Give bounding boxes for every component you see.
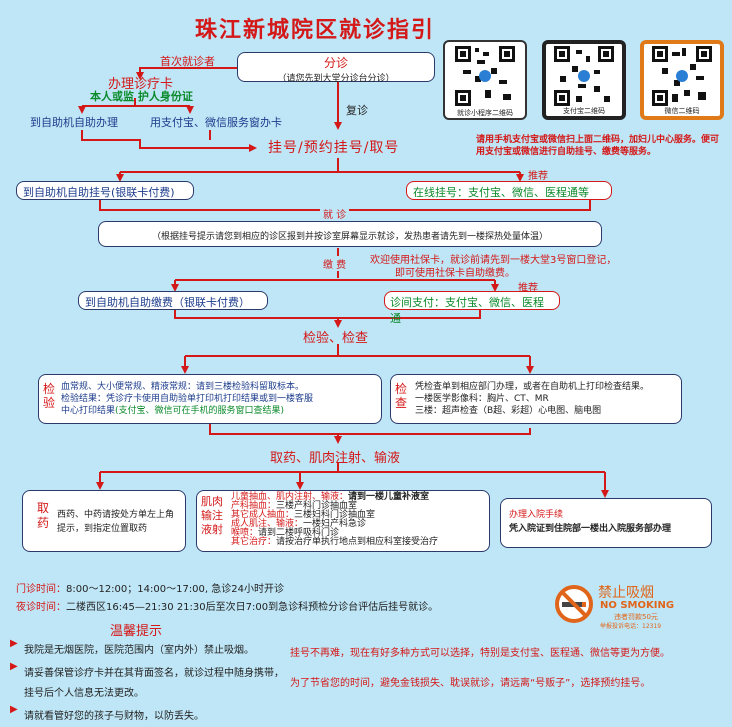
lab-box: 检验 血常规、大小便常规、精液常规：请到三楼检验科留取标本。 检验结果：凭诊疗卡… — [38, 374, 382, 424]
admission-text: 凭入院证到住院部一楼出入院服务部办理 — [509, 524, 672, 534]
treatment-title: 取药、肌肉注射、输液 — [270, 451, 401, 466]
page-title: 珠江新城院区就诊指引 — [195, 18, 436, 43]
alipay-card-option[interactable]: 用支付宝、微信服务窗办卡 — [150, 116, 282, 129]
insurance-note-line1: 欢迎使用社保卡，就诊前请先到一楼大堂3号窗口登记， — [370, 255, 617, 266]
qr-caption: 就诊小程序二维码 — [457, 109, 513, 117]
no-smoking-cn: 禁止吸烟 — [598, 585, 654, 601]
qr-icon — [652, 46, 712, 106]
clinic-hours-value: 8:00～12:00；14:00～17:00, 急诊24小时开诊 — [66, 584, 284, 595]
fenzhen-note: （请您先到大堂分诊台分诊） — [277, 74, 395, 84]
injection-row-b: 请到二楼呼吸科门诊 — [258, 528, 340, 538]
injection-row-a: 成人肌注、输液： — [231, 519, 304, 529]
tip-text: 请妥善保管诊疗卡并在其背面签名，就诊过程中随身携带，挂号后个人信息无法更改。 — [24, 668, 284, 699]
tip-arrow-icon: ▶ — [10, 704, 18, 715]
qr-caption: 支付宝二维码 — [563, 107, 605, 115]
no-smoking-en: NO SMOKING — [600, 600, 675, 611]
tips-list: ▶ 我院是无烟医院，医院范围内（室内外）禁止吸烟。 ▶ 请妥善保管诊疗卡并在其背… — [10, 638, 292, 724]
lab-line1: 血常规、大小便常规、精液常规：请到三楼检验科留取标本。 — [61, 382, 305, 392]
consult-label: 就 诊 — [320, 206, 350, 221]
fenzhen-title: 分诊 — [323, 56, 348, 70]
medicine-line1: 西药、中药请按处方单左上角 — [57, 510, 175, 520]
check-line3: 三楼：超声检查（B超、彩超）心电图、脑电图 — [415, 406, 602, 416]
no-smoking-fine: 违者罚款50元 — [614, 613, 658, 621]
self-pay-box[interactable]: 到自助机自助缴费（银联卡付费） — [78, 291, 268, 310]
qr-code-wechat: 微信二维码 — [640, 40, 724, 120]
list-item: ▶ 请妥善保管诊疗卡并在其背面签名，就诊过程中随身携带，挂号后个人信息无法更改。 — [10, 661, 292, 701]
id-card-note: 本人或监 护人身份证 — [90, 90, 193, 103]
clinic-hours-label: 门诊时间： — [16, 584, 66, 595]
list-item: ▶ 我院是无烟医院，医院范围内（室内外）禁止吸烟。 — [10, 638, 292, 658]
night-hours-value: 二楼西区16:45—21:30 21:30后至次日7:00到急诊科预检分诊台评估… — [66, 602, 439, 613]
registration-title: 挂号/预约挂号/取号 — [268, 140, 400, 156]
injection-row-b: 三楼产科门诊抽血室 — [276, 501, 358, 511]
check-box: 检查 凭检查单到相应部门办理，或者在自助机上打印检查结果。 一楼医学影像科：胸片… — [390, 374, 682, 424]
injection-box: 肌肉输注液射 儿童抽血、肌内注射、输液：请到一楼儿童补液室 产科抽血：三楼产科门… — [196, 490, 490, 552]
admission-title: 办理入院手续 — [509, 510, 564, 520]
injection-row: 产科抽血：三楼产科门诊抽血室 — [231, 502, 357, 511]
clinic-hours: 门诊时间：8:00～12:00；14:00～17:00, 急诊24小时开诊 — [16, 580, 284, 595]
medicine-label: 取药 — [37, 501, 50, 530]
first-visit-label: 首次就诊者 — [160, 55, 215, 68]
night-hours: 夜诊时间：二楼西区16:45—21:30 21:30后至次日7:00到急诊科预检… — [16, 598, 438, 613]
injection-row-a: 儿童抽血、肌内注射、输液： — [231, 492, 349, 502]
self-registration-box[interactable]: 到自助机自助挂号(银联卡付费) — [16, 181, 194, 200]
injection-row-b: 请到一楼儿童补液室 — [348, 492, 430, 502]
qr-caption: 微信二维码 — [664, 107, 700, 115]
lab-label: 检验 — [43, 382, 56, 410]
admission-box: 办理入院手续 凭入院证到住院部一楼出入院服务部办理 — [500, 498, 712, 548]
injection-row-b: 请按治疗单执行地点到相应科室接受治疗 — [276, 537, 439, 547]
injection-row: 成人肌注、输液：一楼妇产科急诊 — [231, 520, 366, 529]
injection-row-a: 其它治疗： — [231, 537, 277, 547]
tips-right-1: 挂号不再难，现在有好多种方式可以选择，特别是支付宝、医程通、微信等更为方便。 — [290, 648, 670, 659]
consult-box: （根据挂号提示请您到相应的诊区报到并按诊室屏幕显示就诊，发热患者请先到一楼探热处… — [98, 221, 602, 247]
tip-arrow-icon: ▶ — [10, 661, 18, 672]
injection-row: 其它成人抽血：三楼妇科门诊抽血室 — [231, 511, 375, 520]
qr-code-miniprogram: 就诊小程序二维码 — [443, 40, 527, 120]
self-service-card-option[interactable]: 到自助机自助办理 — [30, 116, 118, 129]
lab-line3-note: (支付宝、微信可在手机的服务窗口查结果) — [115, 406, 285, 416]
tip-text: 我院是无烟医院，医院范围内（室内外）禁止吸烟。 — [24, 645, 254, 656]
return-visit-label: 复诊 — [346, 104, 368, 117]
recommend-label: 推荐 — [528, 171, 548, 182]
check-label: 检查 — [395, 382, 408, 410]
qr-icon — [455, 46, 515, 106]
injection-row: 其它治疗：请按治疗单执行地点到相应科室接受治疗 — [231, 538, 438, 547]
tip-text: 请就看管好您的孩子与财物，以防丢失。 — [24, 711, 204, 722]
tips-title: 温馨提示 — [110, 624, 163, 639]
medicine-box: 取药 西药、中药请按处方单左上角 提示，到指定位置取药 — [22, 490, 186, 552]
injection-row-b: 一楼妇产科急诊 — [303, 519, 367, 529]
online-registration-box[interactable]: 在线挂号：支付宝、微信、医程通等 — [406, 181, 612, 200]
qr-icon — [554, 46, 614, 106]
medicine-line2: 提示，到指定位置取药 — [57, 524, 148, 534]
injection-row-b: 三楼妇科门诊抽血室 — [294, 510, 376, 520]
exam-title: 检验、检查 — [303, 331, 369, 346]
qr-code-alipay: 支付宝二维码 — [542, 40, 626, 120]
lab-line3-main: 中心打印结果 — [61, 406, 116, 416]
no-smoking-hotline: 举报投诉电话：12319 — [600, 623, 662, 630]
lab-line2: 检验结果：凭诊疗卡使用自助验单打印机打印结果或到一楼客服 — [61, 394, 314, 404]
pay-label: 缴 费 — [320, 256, 350, 271]
check-line2: 一楼医学影像科：胸片、CT、MR — [415, 394, 549, 404]
injection-label: 肌肉输注液射 — [201, 495, 223, 536]
injection-row-a: 喉喷： — [231, 528, 259, 538]
tip-arrow-icon: ▶ — [10, 638, 18, 649]
night-hours-label: 夜诊时间： — [16, 602, 66, 613]
card-title: 办理诊疗卡 — [108, 77, 174, 92]
injection-row: 喉喷：请到二楼呼吸科门诊 — [231, 529, 339, 538]
no-smoking-icon — [555, 585, 593, 623]
qr-note: 请用手机支付宝或微信扫上面二维码，加妇儿中心服务。便可用支付宝或微信进行自助挂号… — [476, 135, 720, 157]
injection-row-a: 其它成人抽血： — [231, 510, 295, 520]
injection-row-a: 产科抽血： — [231, 501, 277, 511]
recommend-label: 推荐 — [518, 283, 538, 294]
online-pay-box[interactable]: 诊间支付：支付宝、微信、医程通 — [384, 291, 560, 325]
injection-row: 儿童抽血、肌内注射、输液：请到一楼儿童补液室 — [231, 493, 429, 502]
no-smoking-sign: 禁止吸烟 NO SMOKING 违者罚款50元 举报投诉电话：12319 — [552, 580, 722, 630]
insurance-note-line2: 即可使用社保卡自助缴费。 — [395, 268, 515, 279]
fenzhen-box: 分诊 （请您先到大堂分诊台分诊） — [237, 52, 435, 84]
list-item: ▶ 请就看管好您的孩子与财物，以防丢失。 — [10, 704, 292, 724]
lab-line3: 中心打印结果(支付宝、微信可在手机的服务窗口查结果) — [61, 403, 284, 416]
tips-right-2: 为了节省您的时间，避免金钱损失、耽误就诊，请远离“号贩子”，选择预约挂号。 — [290, 678, 651, 689]
check-line1: 凭检查单到相应部门办理，或者在自助机上打印检查结果。 — [415, 382, 650, 392]
